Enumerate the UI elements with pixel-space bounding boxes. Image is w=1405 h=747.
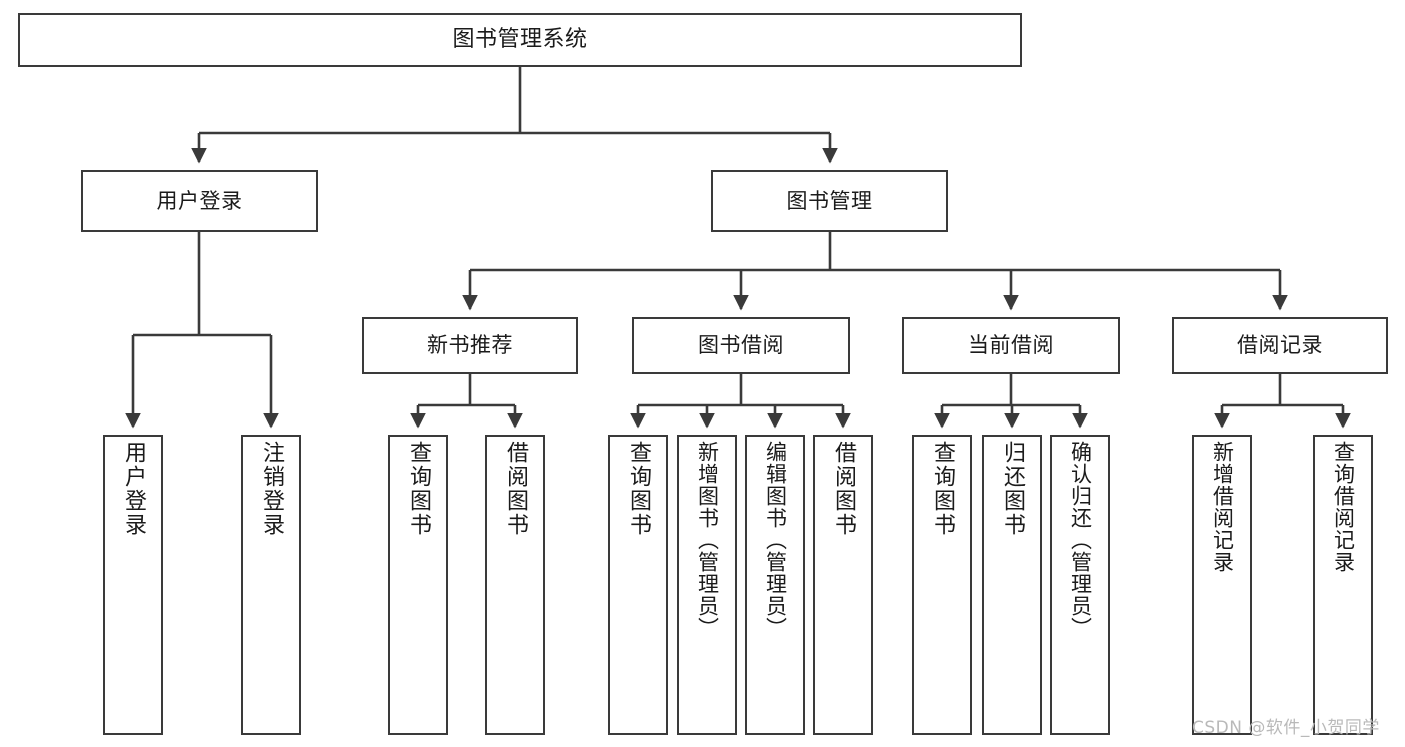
node-leaf-edit-book-label: 编辑图书（管理员） [763, 441, 788, 639]
node-leaf-borrow-book-2-label: 借阅图书 [831, 441, 856, 537]
node-leaf-add-record[interactable]: 新增借阅记录 [1192, 435, 1252, 735]
node-borrow-record-label: 借阅记录 [1237, 333, 1323, 358]
node-new-book-recommend-label: 新书推荐 [427, 333, 513, 358]
node-borrow-record[interactable]: 借阅记录 [1172, 317, 1388, 374]
node-current-borrow-label: 当前借阅 [968, 333, 1054, 358]
node-leaf-borrow-book-1[interactable]: 借阅图书 [485, 435, 545, 735]
node-leaf-query-book-2[interactable]: 查询图书 [608, 435, 668, 735]
node-leaf-add-record-label: 新增借阅记录 [1210, 441, 1235, 573]
node-leaf-query-book-1-label: 查询图书 [406, 441, 431, 537]
node-root-label: 图书管理系统 [452, 27, 588, 53]
node-root[interactable]: 图书管理系统 [18, 13, 1022, 67]
node-leaf-query-book-3-label: 查询图书 [930, 441, 955, 537]
node-book-borrow[interactable]: 图书借阅 [632, 317, 850, 374]
node-leaf-confirm-return[interactable]: 确认归还（管理员） [1050, 435, 1110, 735]
node-leaf-add-book[interactable]: 新增图书（管理员） [677, 435, 737, 735]
node-leaf-borrow-book-1-label: 借阅图书 [503, 441, 528, 537]
node-user-login[interactable]: 用户登录 [81, 170, 318, 232]
node-leaf-query-book-1[interactable]: 查询图书 [388, 435, 448, 735]
node-leaf-logout[interactable]: 注销登录 [241, 435, 301, 735]
node-new-book-recommend[interactable]: 新书推荐 [362, 317, 578, 374]
node-leaf-return-book[interactable]: 归还图书 [982, 435, 1042, 735]
node-book-borrow-label: 图书借阅 [698, 333, 784, 358]
node-leaf-query-record-label: 查询借阅记录 [1331, 441, 1356, 573]
node-current-borrow[interactable]: 当前借阅 [902, 317, 1120, 374]
node-leaf-logout-label: 注销登录 [259, 441, 284, 537]
node-leaf-query-record[interactable]: 查询借阅记录 [1313, 435, 1373, 735]
node-leaf-borrow-book-2[interactable]: 借阅图书 [813, 435, 873, 735]
node-leaf-query-book-2-label: 查询图书 [626, 441, 651, 537]
node-leaf-add-book-label: 新增图书（管理员） [695, 441, 720, 639]
node-leaf-query-book-3[interactable]: 查询图书 [912, 435, 972, 735]
node-leaf-user-login-label: 用户登录 [121, 441, 146, 537]
node-leaf-user-login[interactable]: 用户登录 [103, 435, 163, 735]
watermark: CSDN @软件_小贺同学 [1192, 718, 1380, 738]
node-leaf-return-book-label: 归还图书 [1000, 441, 1025, 537]
node-user-login-label: 用户登录 [156, 188, 243, 213]
node-leaf-confirm-return-label: 确认归还（管理员） [1068, 441, 1093, 639]
node-book-manage[interactable]: 图书管理 [711, 170, 948, 232]
node-leaf-edit-book[interactable]: 编辑图书（管理员） [745, 435, 805, 735]
node-book-manage-label: 图书管理 [786, 188, 873, 213]
